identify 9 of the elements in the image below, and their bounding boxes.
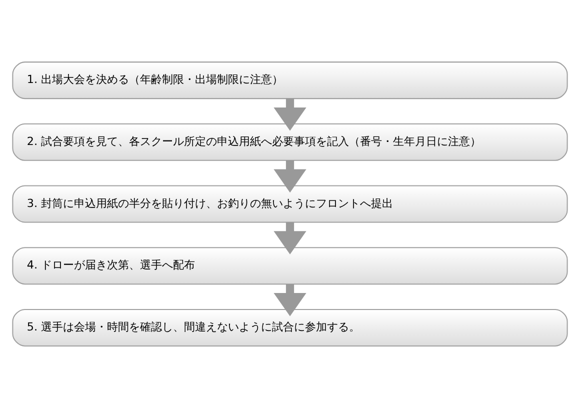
arrow [274,284,306,316]
arrow [274,98,306,130]
node-box: 2. 試合要項を見て、各スクール所定の申込用紙へ必要事項を記入（番号・生年月日に注意） [12,122,568,160]
node-box: 5. 選手は会場・時間を確認し、間違えないように試合に参加する。 [12,308,568,346]
node-box: 1. 出場大会を決める（年齢制限・出場制限に注意） [12,61,568,99]
node-box: 3. 封筒に申込用紙の半分を貼り付け、お釣りの無いようにフロントへ提出 [12,184,568,222]
arrow [274,222,306,254]
node-box: 4. ドローが届き次第、選手へ配布 [12,246,568,284]
arrow [274,160,306,192]
